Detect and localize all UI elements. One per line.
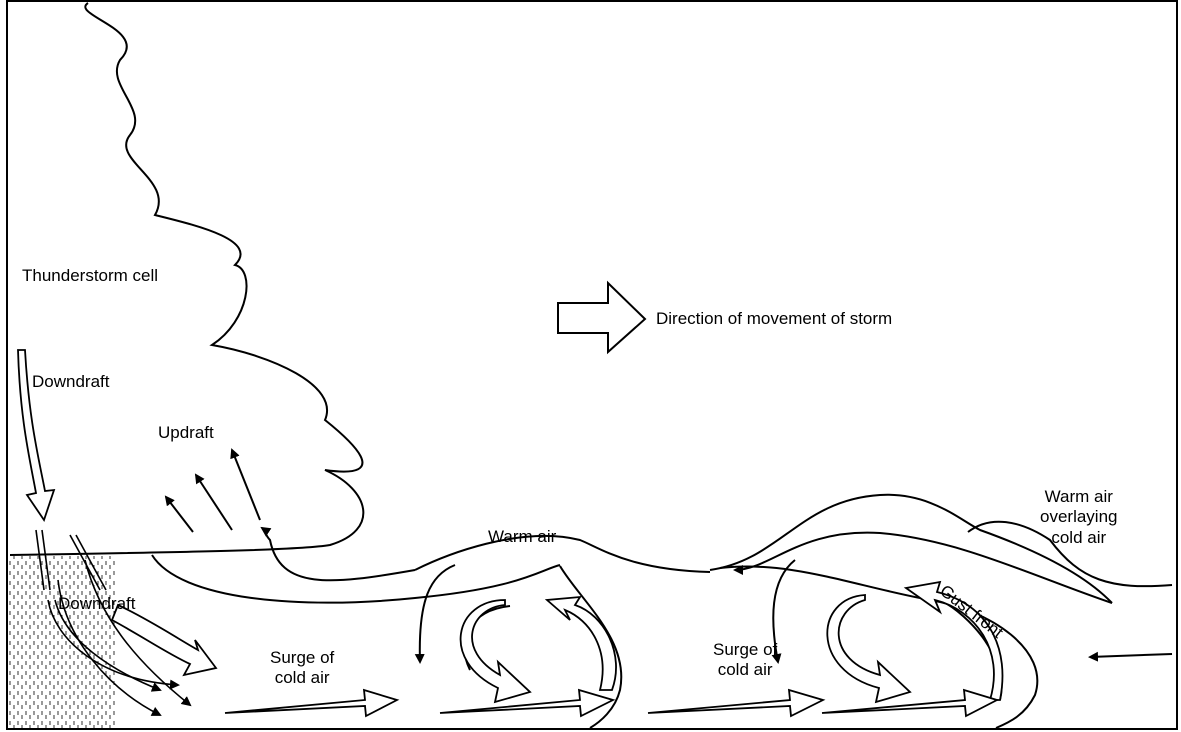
vortex-arrow-up-right-icon [903, 580, 1004, 701]
label-surge-left-line1: Surge of [270, 648, 335, 667]
warm-air-flow [151, 493, 1173, 729]
direction-arrow-icon [557, 280, 647, 355]
surge-arrow-4-icon [821, 688, 1000, 718]
cloud-outline [9, 2, 365, 556]
label-direction: Direction of movement of storm [656, 309, 893, 328]
downdraft-lines [35, 529, 192, 716]
label-updraft: Updraft [158, 423, 214, 442]
label-surge-left: Surge of cold air [270, 648, 334, 689]
label-warm-air-overlaying-line2: overlaying [1040, 507, 1118, 527]
label-warm-air-overlaying-line3: cold air [1051, 527, 1107, 547]
downdraft-arrow-icon [17, 349, 56, 523]
outflow-arrow-icon [110, 603, 218, 677]
label-downdraft-top: Downdraft [32, 372, 110, 391]
frame [6, 0, 1178, 730]
surge-arrows [224, 688, 1000, 718]
label-warm-air-overlaying: Warm air overlaying cold air [1040, 487, 1118, 548]
label-surge-left-line2: cold air [274, 668, 330, 688]
label-thunderstorm-cell: Thunderstorm cell [22, 266, 159, 285]
rain-shaft [8, 556, 116, 728]
label-surge-right-line1: Surge of [713, 640, 778, 659]
surge-arrow-1-icon [224, 688, 400, 718]
label-warm-air: Warm air [488, 527, 557, 546]
updraft-arrows [164, 448, 261, 533]
surge-arrow-2-icon [439, 688, 616, 718]
vortex-arrow-left-icon [459, 599, 532, 704]
label-downdraft-bottom: Downdraft [58, 594, 136, 613]
label-surge-right-line2: cold air [717, 660, 773, 680]
label-warm-air-overlaying-line1: Warm air [1044, 487, 1113, 506]
label-surge-right: Surge of cold air [713, 640, 777, 681]
surge-arrow-3-icon [647, 688, 826, 718]
vortex-arrow-up-left-icon [544, 595, 617, 691]
vortex-arrow-right-icon [826, 594, 912, 704]
